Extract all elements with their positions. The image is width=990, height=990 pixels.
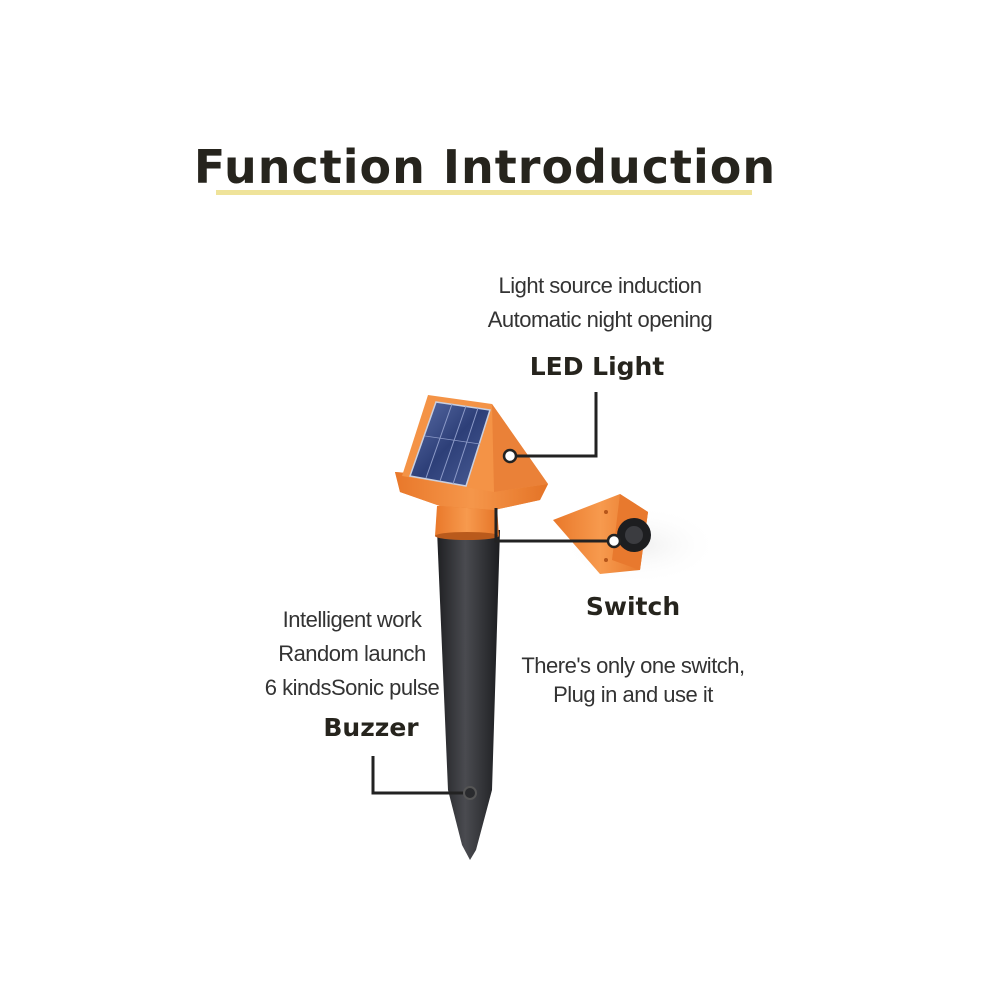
switch-label: Switch [585,592,681,621]
buzzer-description-line-2: Random launch [278,641,426,666]
led-light-label: LED Light [529,352,665,381]
switch-part [553,494,720,585]
stake-body [437,530,500,860]
title-underline [216,190,752,195]
led-description-line-1: Light source induction [498,273,702,298]
buzzer-label: Buzzer [323,713,419,742]
switch-description-line-1: There's only one switch, [521,653,745,678]
led-callout-line [502,392,598,464]
buzzer-description-line-3: 6 kindsSonic pulse [264,675,440,700]
switch-description-line-2: Plug in and use it [553,682,713,707]
buzzer-callout-line [371,756,477,800]
led-description-line-2: Automatic night opening [487,307,713,332]
buzzer-description-line-1: Intelligent work [282,607,422,632]
solar-head [395,395,548,510]
page-title: Function Introduction [193,140,777,194]
orange-collar [435,506,499,540]
switch-callout-line [494,508,622,549]
